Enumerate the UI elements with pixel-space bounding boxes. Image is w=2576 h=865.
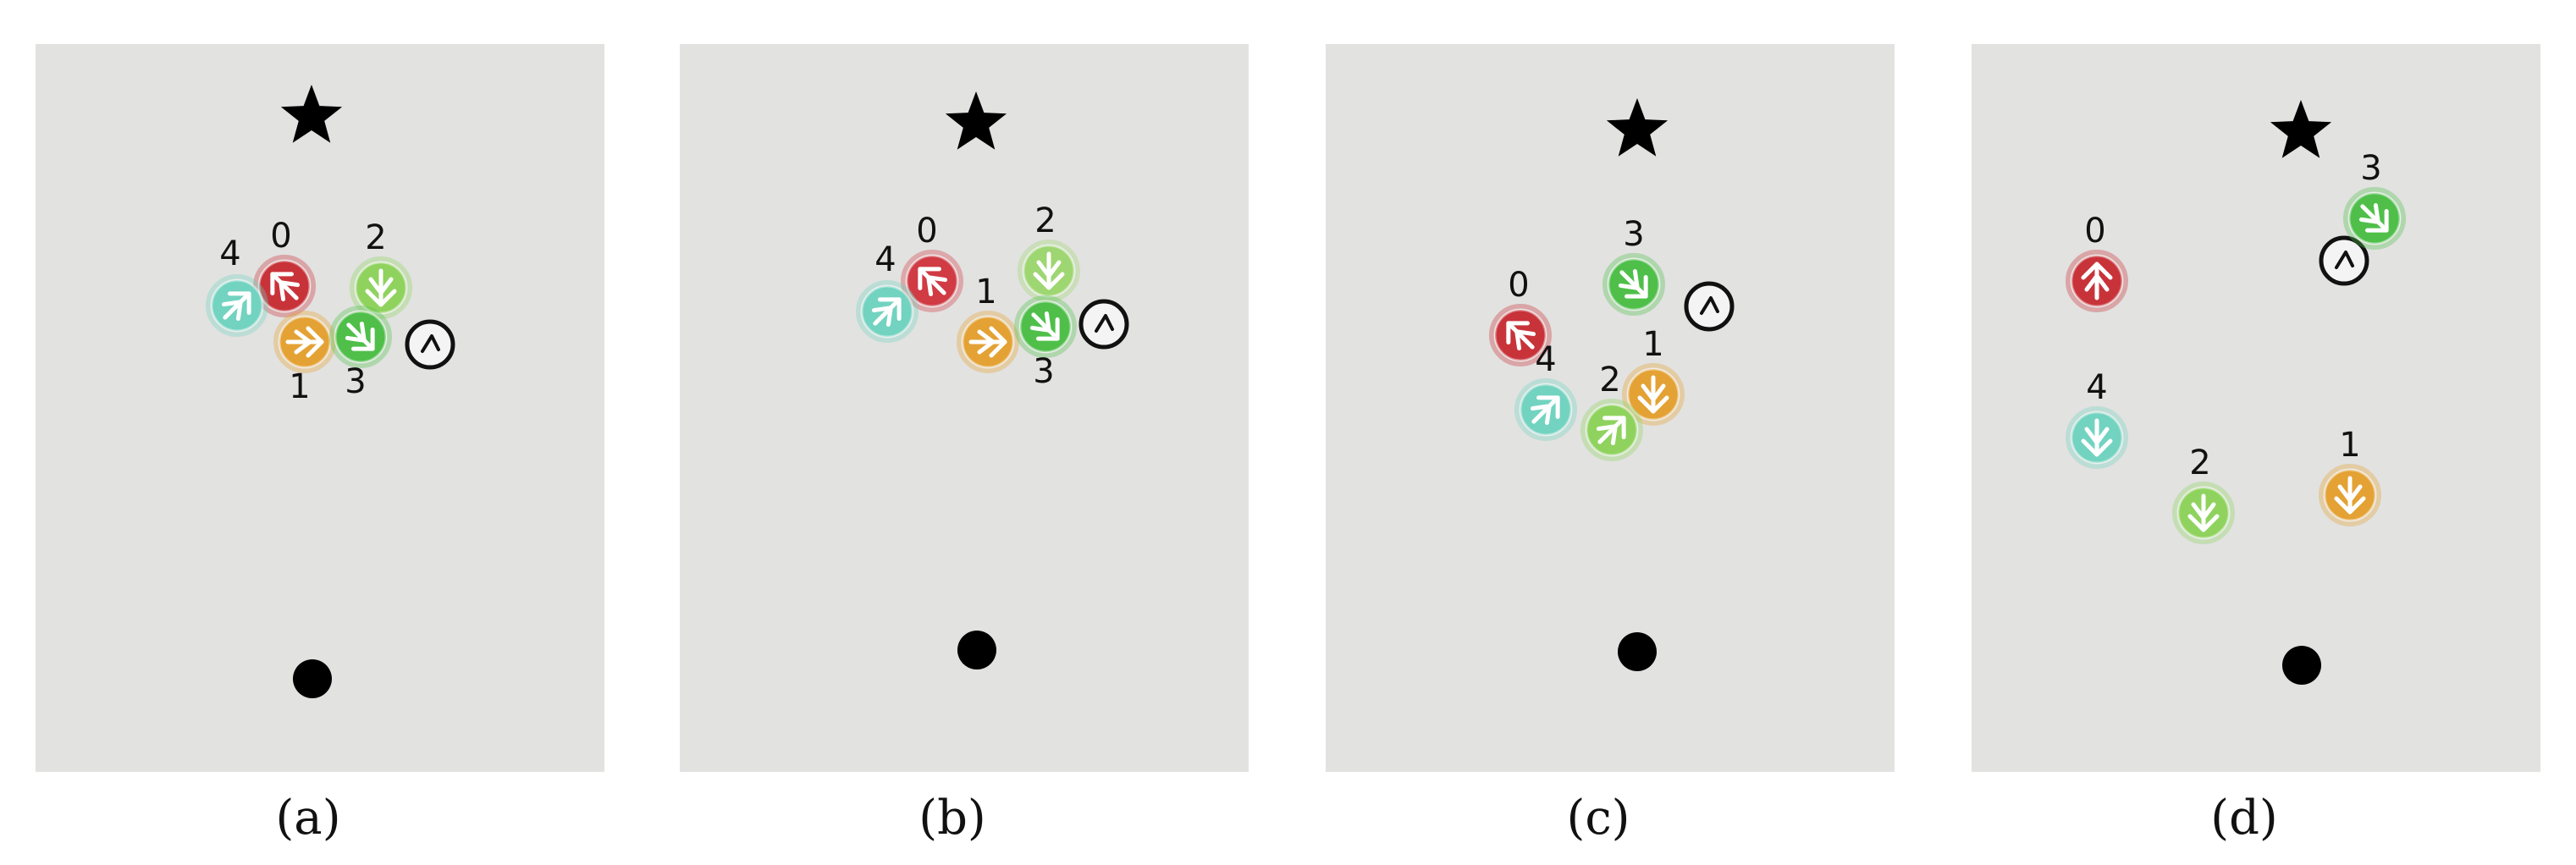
- agent-0: [1489, 304, 1552, 366]
- chevron-circle-icon: [405, 319, 455, 370]
- arrow-circle-icon: [270, 272, 301, 302]
- arrow-circle-icon: [2358, 202, 2389, 233]
- agent-label: 1: [1642, 325, 1663, 364]
- agent-label: 4: [874, 240, 896, 279]
- arrow-circle-icon: [1033, 251, 1065, 290]
- agent-4: [856, 280, 918, 343]
- agent-label: 4: [1535, 340, 1556, 379]
- dot-icon: [957, 631, 996, 669]
- dot-icon: [293, 659, 332, 698]
- agent-0: [901, 250, 963, 312]
- agent-4: [1514, 378, 1577, 441]
- arrow-circle-icon: [1596, 416, 1626, 446]
- panel-caption: (d): [2210, 791, 2278, 846]
- arrow-circle-icon: [221, 291, 251, 322]
- agent-label: 3: [1623, 215, 1644, 254]
- agent-4: [206, 274, 268, 337]
- agent-1: [1622, 363, 1685, 426]
- star-icon: [1606, 98, 1669, 157]
- agent-1: [957, 311, 1019, 373]
- agent-2: [1018, 240, 1080, 302]
- agent-3: [1602, 253, 1665, 316]
- arrow-circle-icon: [2081, 418, 2113, 457]
- agent-label: 2: [1599, 361, 1620, 399]
- star-icon: [280, 85, 343, 143]
- arrow-circle-icon: [1637, 375, 1669, 414]
- agent-3: [329, 306, 392, 368]
- agent-1: [2319, 464, 2381, 526]
- agent-label: 3: [1033, 352, 1054, 391]
- panel-background: [36, 44, 604, 772]
- agent-1: [273, 311, 336, 373]
- arrow-circle-icon: [285, 326, 324, 358]
- agent-3: [1014, 295, 1077, 358]
- arrow-circle-icon: [2081, 262, 2113, 300]
- agent-label: 4: [2086, 368, 2107, 407]
- agent-label: 2: [1034, 201, 1056, 240]
- panel-a: 0 1 2 3 4 (a): [36, 44, 604, 846]
- panel-caption: (c): [1566, 791, 1630, 846]
- agent-0: [2066, 250, 2128, 312]
- panel-c: 0 12 3 4 (c): [1326, 44, 1895, 846]
- chevron-circle-icon: [1078, 299, 1129, 350]
- agent-label: 1: [975, 273, 996, 311]
- panel-b: 012 3 4 (b): [680, 44, 1249, 846]
- panel-background: [1972, 44, 2540, 772]
- star-icon: [945, 91, 1007, 150]
- agent-label: 4: [219, 234, 240, 273]
- star-icon: [2270, 100, 2332, 158]
- agent-2: [2172, 482, 2235, 544]
- panel-d: 0 1 2 3 4 (d): [1972, 44, 2540, 846]
- agent-2: [350, 256, 412, 319]
- agent-label: 0: [2084, 212, 2105, 251]
- agent-label: 2: [365, 218, 386, 257]
- agent-label: 3: [2360, 149, 2381, 188]
- agent-label: 2: [2189, 444, 2210, 482]
- arrow-circle-icon: [871, 297, 902, 328]
- arrow-circle-icon: [2334, 476, 2366, 515]
- agent-0: [253, 255, 316, 317]
- chevron-circle-icon: [2319, 235, 2369, 286]
- arrow-circle-icon: [968, 326, 1007, 358]
- arrow-circle-icon: [1530, 395, 1560, 426]
- dot-icon: [2282, 646, 2321, 685]
- agent-label: 1: [2339, 426, 2360, 465]
- arrow-circle-icon: [1618, 268, 1648, 299]
- arrow-circle-icon: [345, 321, 375, 351]
- agent-label: 0: [916, 212, 937, 251]
- agent-2: [1580, 399, 1643, 461]
- agent-label: 1: [289, 367, 310, 406]
- arrow-circle-icon: [1506, 321, 1536, 351]
- agent-label: 0: [270, 217, 291, 256]
- agent-3: [2343, 187, 2406, 250]
- agent-label: 0: [1508, 266, 1529, 305]
- arrow-circle-icon: [2187, 493, 2220, 532]
- chevron-circle-icon: [1684, 281, 1735, 332]
- panel-caption: (a): [275, 791, 340, 846]
- dot-icon: [1618, 632, 1657, 671]
- arrow-circle-icon: [365, 268, 397, 307]
- agent-4: [2066, 406, 2128, 469]
- agent-label: 3: [345, 362, 366, 401]
- panel-caption: (b): [918, 791, 986, 846]
- arrow-circle-icon: [918, 267, 948, 297]
- arrow-circle-icon: [1029, 311, 1060, 341]
